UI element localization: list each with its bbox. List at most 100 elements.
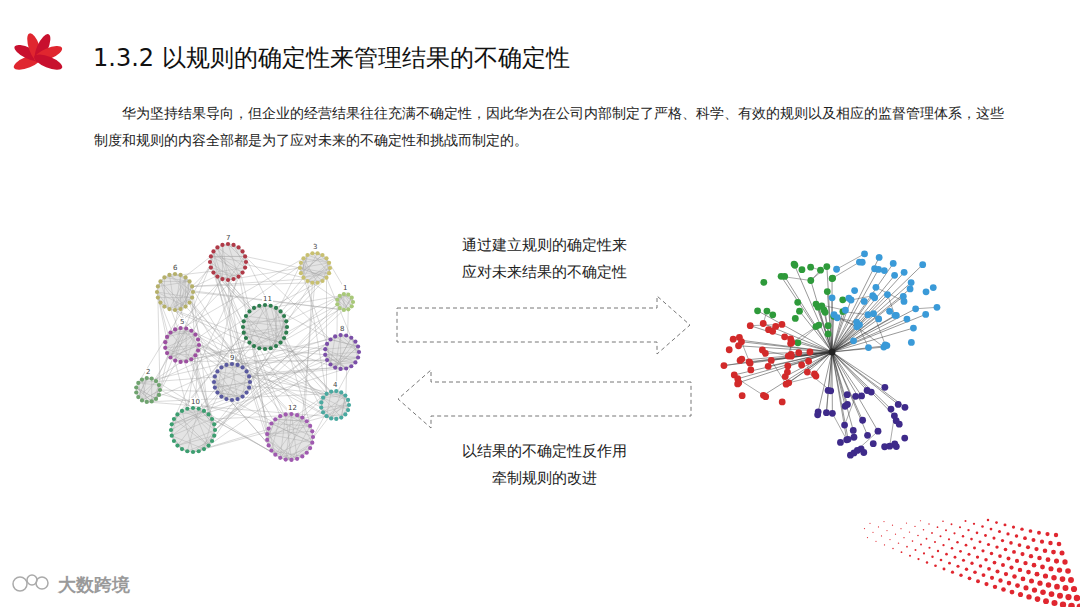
pattern-dot <box>995 570 999 574</box>
pattern-dot <box>1026 545 1030 549</box>
arrow-shape: 以结果的不确定性反作用 牵制规则的改进 <box>395 368 693 492</box>
network-dot <box>870 310 877 317</box>
network-dot <box>206 443 210 447</box>
network-dot <box>257 304 261 308</box>
cluster-link <box>325 355 358 358</box>
cluster-number: 5 <box>179 318 185 326</box>
pattern-dot <box>987 543 990 546</box>
pattern-dot <box>931 532 933 534</box>
cluster-link <box>330 339 358 346</box>
pattern-dot <box>1074 595 1080 602</box>
pattern-dot <box>992 537 995 540</box>
network-link <box>213 273 313 437</box>
network-dot <box>323 353 327 357</box>
pattern-dot <box>1004 523 1007 526</box>
cluster-link <box>182 410 204 411</box>
network-dot <box>324 392 328 396</box>
pattern-dot <box>973 523 975 525</box>
network-dot <box>829 275 836 282</box>
pattern-dot <box>875 541 876 542</box>
cluster-link <box>172 411 204 424</box>
network-dot <box>156 284 160 288</box>
pattern-dot <box>945 553 948 556</box>
hub-link <box>832 346 887 352</box>
network-dot <box>224 397 228 401</box>
network-dot <box>136 381 140 385</box>
network-dot <box>240 365 244 369</box>
hub-link <box>832 283 911 352</box>
hub-link <box>758 311 832 352</box>
cluster-link <box>325 346 358 349</box>
cluster-link <box>228 256 245 280</box>
pattern-dot <box>920 520 921 521</box>
network-dot <box>193 332 197 336</box>
network-dot <box>274 306 278 310</box>
pattern-dot <box>1054 533 1058 537</box>
network-dot <box>873 284 880 291</box>
cluster-link <box>170 345 199 358</box>
network-dot <box>788 353 795 360</box>
pattern-dot <box>1051 575 1056 580</box>
pattern-dot <box>931 556 933 558</box>
network-dot <box>827 387 834 394</box>
pattern-dot <box>1057 542 1062 547</box>
pattern-dot <box>1023 585 1028 590</box>
cluster-core <box>210 244 246 280</box>
network-dot <box>163 346 167 350</box>
cluster-link <box>151 379 152 402</box>
network-dot <box>343 393 347 397</box>
network-dot <box>901 269 908 276</box>
network-dot <box>285 325 289 329</box>
arrow-caption: 通过建立规则的确定性来 应对未来结果的不确定性 <box>456 232 632 286</box>
hub-link <box>832 296 903 352</box>
network-dot <box>211 249 215 253</box>
network-dot <box>342 292 346 296</box>
pattern-dot <box>915 549 917 551</box>
network-dot <box>346 293 350 297</box>
network-dot <box>353 339 357 343</box>
hub-link <box>818 352 832 412</box>
cluster-link <box>138 378 146 397</box>
pattern-dot <box>1032 587 1037 592</box>
network-dot <box>215 369 219 373</box>
pattern-dot <box>903 537 904 538</box>
network-dot <box>861 298 868 305</box>
network-dot <box>860 449 867 456</box>
network-dot <box>883 342 890 349</box>
pattern-dot <box>976 555 979 558</box>
network-dot <box>247 385 251 389</box>
network-dot <box>839 296 846 303</box>
network-dot <box>823 409 830 416</box>
network-dot <box>841 422 848 429</box>
network-dot <box>886 308 893 315</box>
network-dot <box>347 403 351 407</box>
network-dot <box>829 410 836 417</box>
pattern-dot <box>967 553 970 556</box>
network-dot <box>310 281 314 285</box>
pattern-dot <box>965 568 968 571</box>
cluster-number: 8 <box>339 325 345 333</box>
pattern-dot <box>1043 573 1048 578</box>
cluster-link <box>259 346 276 348</box>
cluster-link <box>325 355 335 368</box>
cluster-link <box>213 251 242 272</box>
cluster-link <box>157 292 186 307</box>
network-dot <box>864 432 871 439</box>
logo-petal <box>32 51 64 72</box>
watermark: 大数跨境 <box>58 574 130 596</box>
network-dot <box>884 291 891 298</box>
network-dot <box>184 359 188 363</box>
pattern-dot <box>1043 598 1049 604</box>
cluster-number: 3 <box>312 243 318 251</box>
pattern-dot <box>965 544 968 547</box>
pattern-dot <box>934 541 936 543</box>
network-dot <box>284 412 288 416</box>
network-dot <box>155 290 159 294</box>
network-dot <box>210 439 214 443</box>
network-dot <box>764 308 771 315</box>
hub-link <box>832 269 878 352</box>
network-dot <box>157 383 161 387</box>
cluster-link <box>213 251 222 279</box>
cluster-link <box>276 308 284 338</box>
